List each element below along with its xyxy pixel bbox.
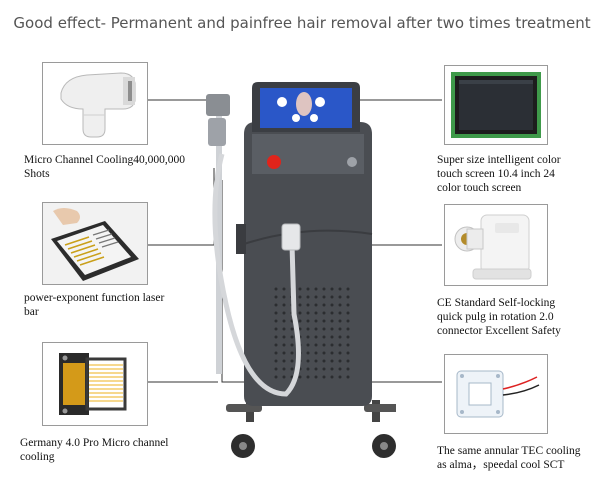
caption-line: connector Excellent Safety bbox=[437, 325, 561, 337]
caption-line: The same annular TEC cooling bbox=[437, 445, 581, 457]
caption-line: bar bbox=[24, 306, 39, 318]
caption-connector: CE Standard Self-locking quick pulg in r… bbox=[437, 296, 561, 338]
key-switch-icon bbox=[347, 157, 357, 167]
caption-line: as alma，speedal cool SCT bbox=[437, 459, 565, 471]
germany-cooling-image bbox=[59, 353, 127, 415]
thumb-laser-bar bbox=[42, 202, 148, 285]
caption-germany-cooling: Germany 4.0 Pro Micro channel cooling bbox=[20, 436, 169, 464]
caption-line: Super size intelligent color bbox=[437, 154, 561, 166]
caption-line: Shots bbox=[24, 168, 50, 180]
thumb-handpiece bbox=[42, 62, 148, 145]
caption-line: Germany 4.0 Pro Micro channel bbox=[20, 437, 169, 449]
caption-line: Micro Channel Cooling40,000,000 bbox=[24, 154, 185, 166]
connector-image bbox=[454, 214, 532, 280]
tec-cooling-image bbox=[456, 370, 540, 418]
thumb-germany-cooling bbox=[42, 342, 148, 426]
handpiece-image bbox=[60, 72, 136, 138]
emergency-stop-icon bbox=[267, 155, 281, 169]
caption-laser-bar: power-exponent function laser bar bbox=[24, 291, 164, 319]
laser-bar-image bbox=[43, 203, 147, 284]
caption-line: power-exponent function laser bbox=[24, 292, 165, 304]
thumb-tec-cooling bbox=[444, 354, 548, 434]
caster-wheels bbox=[226, 400, 396, 458]
laser-machine-image bbox=[206, 82, 396, 458]
caption-touch-screen: Super size intelligent color touch scree… bbox=[437, 153, 561, 195]
thumb-connector bbox=[444, 204, 548, 286]
caption-line: quick pulg in rotation 2.0 bbox=[437, 311, 554, 323]
caption-micro-channel: Micro Channel Cooling40,000,000 Shots bbox=[24, 153, 185, 181]
thumb-touch-screen bbox=[444, 65, 548, 145]
caption-line: color touch screen bbox=[437, 182, 522, 194]
touch-screen-image bbox=[451, 72, 541, 138]
caption-line: cooling bbox=[20, 451, 55, 463]
caption-line: touch screen 10.4 inch 24 bbox=[437, 168, 555, 180]
caption-tec-cooling: The same annular TEC cooling as alma，spe… bbox=[437, 444, 581, 472]
headline: Good effect- Permanent and painfree hair… bbox=[13, 14, 591, 32]
caption-line: CE Standard Self-locking bbox=[437, 297, 556, 309]
